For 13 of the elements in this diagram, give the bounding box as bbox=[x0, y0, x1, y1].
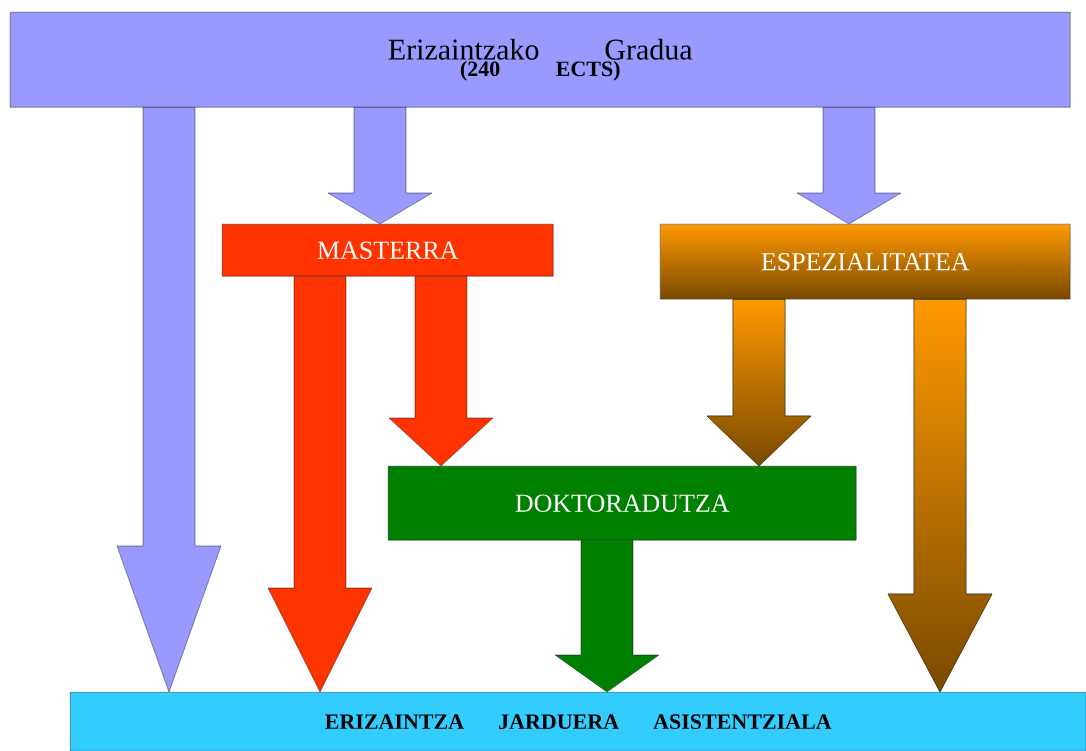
block-arrow bbox=[327, 107, 433, 225]
process-box: Erizaintzako Gradua (240 ECTS) bbox=[10, 12, 1071, 108]
block-arrow bbox=[796, 107, 902, 225]
block-arrow bbox=[706, 299, 812, 467]
process-box: ESPEZIALITATEA bbox=[660, 224, 1071, 300]
block-arrow bbox=[116, 107, 222, 693]
block-arrow bbox=[554, 540, 660, 693]
process-box: MASTERRA bbox=[222, 224, 554, 277]
block-arrow bbox=[388, 276, 494, 467]
process-box: ERIZAINTZA JARDUERA ASISTENTZIALA bbox=[70, 692, 1086, 751]
process-box: DOKTORADUTZA bbox=[388, 466, 857, 541]
block-arrow bbox=[887, 299, 993, 693]
block-arrow bbox=[267, 276, 373, 693]
